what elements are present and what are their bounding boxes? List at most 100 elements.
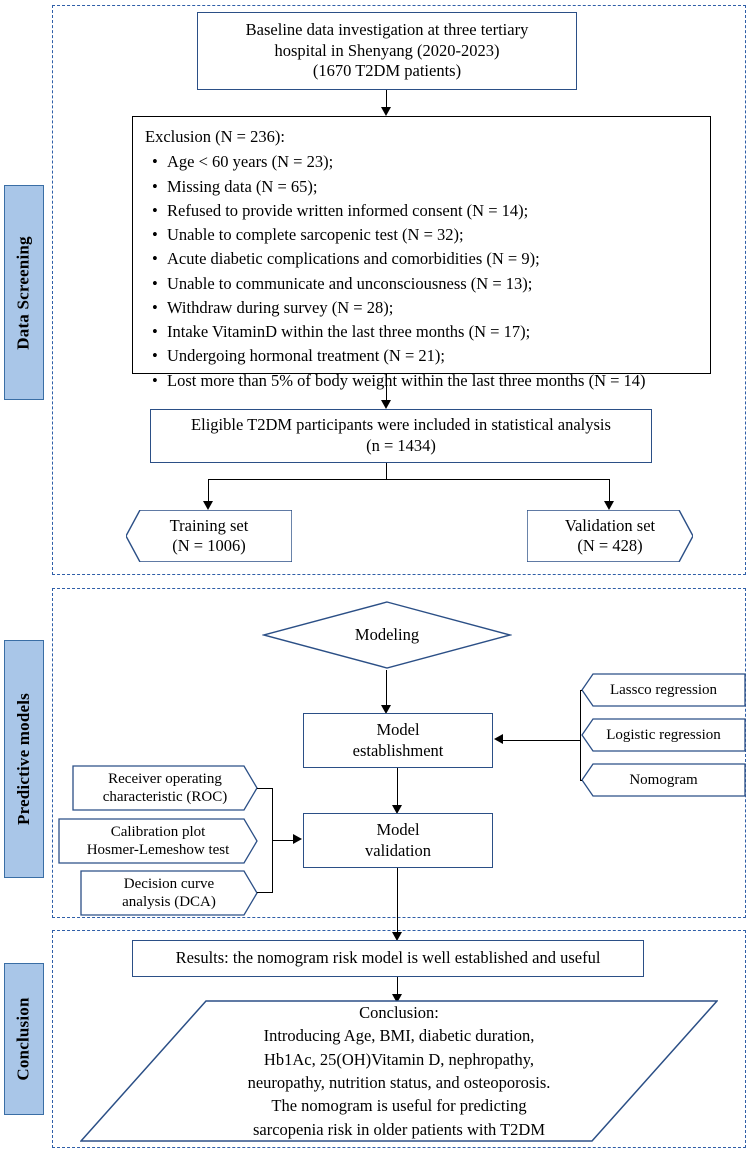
band-label-predictive-models: Predictive models	[14, 693, 34, 825]
logistic-shape	[581, 718, 746, 752]
right-input-logistic: Logistic regression	[581, 718, 746, 752]
baseline-line-2: hospital in Shenyang (2020-2023)	[274, 40, 500, 60]
band-predictive-models: Predictive models	[4, 640, 44, 878]
connector-eligible-split-bar	[208, 479, 610, 481]
right-bracket-spine	[580, 690, 582, 780]
exclusion-header: Exclusion (N = 236):	[145, 127, 285, 146]
connector-eligible-split-stem	[386, 463, 388, 480]
lassco-shape	[581, 673, 746, 707]
calibration-shape	[58, 818, 258, 864]
right-bracket-stub-top	[580, 690, 582, 692]
eligible-line-1: Eligible T2DM participants were included…	[191, 415, 611, 435]
arrowhead-baseline-exclusion	[381, 107, 391, 116]
eligible-box: Eligible T2DM participants were included…	[150, 409, 652, 463]
arrowhead-training	[203, 501, 213, 510]
band-label-data-screening: Data Screening	[14, 235, 34, 350]
connector-results-conclusion	[397, 977, 399, 995]
connector-validation-results	[397, 868, 399, 933]
modeling-diamond: Modeling	[262, 600, 512, 670]
arrowhead-establishment	[381, 705, 391, 714]
validation-set-text: Validation set (N = 428)	[527, 510, 693, 562]
model-establishment-line-1: Model	[376, 719, 420, 739]
training-set-shape	[126, 510, 292, 562]
exclusion-item: Age < 60 years (N = 23);	[152, 150, 700, 175]
exclusion-item: Lost more than 5% of body weight within …	[152, 369, 700, 394]
left-input-roc: Receiver operating characteristic (ROC)	[72, 765, 258, 811]
calibration-line-2: Hosmer-Lemeshow test	[86, 842, 230, 858]
exclusion-item: Refused to provide written informed cons…	[152, 199, 700, 224]
exclusion-item: Unable to communicate and unconsciousnes…	[152, 272, 700, 297]
results-label: Results: the nomogram risk model is well…	[175, 948, 601, 968]
model-validation-line-2: validation	[365, 840, 431, 860]
model-establishment-line-2: establishment	[352, 740, 444, 760]
left-input-calibration: Calibration plot Hosmer-Lemeshow test	[58, 818, 258, 864]
training-set-box: Training set (N = 1006)	[126, 510, 292, 562]
exclusion-item: Missing data (N = 65);	[152, 175, 700, 200]
dca-line-2: analysis (DCA)	[122, 894, 216, 910]
arrowhead-right-inputs-establishment	[494, 734, 503, 744]
left-input-calibration-label: Calibration plot Hosmer-Lemeshow test	[58, 818, 268, 864]
arrowhead-left-inputs-validation	[293, 834, 302, 844]
baseline-box: Baseline data investigation at three ter…	[197, 12, 577, 90]
left-input-dca-label: Decision curve analysis (DCA)	[80, 870, 268, 916]
arrowhead-model-validation	[392, 805, 402, 814]
conclusion-line-6: sarcopenia risk in older patients with T…	[252, 1119, 546, 1139]
roc-line-1: Receiver operating	[108, 771, 222, 787]
right-input-logistic-label: Logistic regression	[606, 727, 721, 743]
conclusion-box: Conclusion: Introducing Age, BMI, diabet…	[80, 1000, 718, 1142]
validation-line-1: Validation set	[564, 516, 656, 536]
left-input-roc-label: Receiver operating characteristic (ROC)	[72, 765, 268, 811]
band-label-conclusion: Conclusion	[14, 997, 33, 1081]
connector-split-to-validation	[609, 479, 611, 502]
section-frame-data-screening	[52, 5, 746, 575]
connector-exclusion-eligible	[386, 374, 388, 401]
modeling-diamond-shape	[262, 601, 512, 669]
results-box: Results: the nomogram risk model is well…	[132, 940, 644, 977]
connector-establishment-validation	[397, 768, 399, 806]
calibration-line-1: Calibration plot	[110, 824, 206, 840]
conclusion-line-4: neuropathy, nutrition status, and osteop…	[247, 1073, 551, 1092]
band-conclusion: Conclusion	[4, 963, 44, 1115]
conclusion-line-2: Introducing Age, BMI, diabetic duration,	[263, 1026, 535, 1046]
exclusion-item: Intake VitaminD within the last three mo…	[152, 320, 700, 345]
conclusion-shape	[80, 1000, 718, 1142]
section-frame-predictive-models	[52, 588, 746, 918]
arrowhead-validation	[604, 501, 614, 510]
left-bracket-stub-dca	[257, 892, 273, 894]
connector-baseline-exclusion	[386, 90, 388, 108]
exclusion-box: Exclusion (N = 236): Age < 60 years (N =…	[132, 116, 711, 393]
connector-right-inputs-establishment	[503, 740, 581, 742]
conclusion-line-3: Hb1Ac, 25(OH)Vitamin D, nephropathy,	[263, 1049, 535, 1069]
training-line-1: Training set	[169, 516, 249, 536]
section-frame-conclusion	[52, 930, 746, 1148]
right-bracket-stub-bottom	[580, 780, 582, 782]
arrowhead-conclusion	[392, 994, 402, 1003]
arrowhead-results	[392, 932, 402, 941]
baseline-line-1: Baseline data investigation at three ter…	[245, 20, 529, 40]
eligible-line-2: (n = 1434)	[366, 436, 436, 455]
band-data-screening: Data Screening	[4, 185, 44, 400]
training-set-text: Training set (N = 1006)	[126, 510, 292, 562]
conclusion-text: Conclusion: Introducing Age, BMI, diabet…	[80, 1000, 718, 1142]
arrowhead-exclusion-eligible	[381, 400, 391, 409]
connector-split-to-training	[208, 479, 210, 502]
model-validation-line-1: Model	[376, 819, 420, 839]
model-establishment-box: Model establishment	[303, 713, 493, 768]
conclusion-line-1: Conclusion:	[359, 1002, 439, 1022]
right-input-lassco-label: Lassco regression	[609, 682, 718, 698]
dca-shape	[80, 870, 258, 916]
conclusion-line-5: The nomogram is useful for predicting	[271, 1096, 527, 1116]
connector-left-inputs-validation	[272, 840, 294, 842]
validation-set-shape	[527, 510, 693, 562]
model-validation-box: Model validation	[303, 813, 493, 868]
training-line-2: (N = 1006)	[172, 536, 246, 555]
validation-line-2: (N = 428)	[577, 536, 643, 555]
right-input-nomogram: Nomogram	[581, 763, 746, 797]
left-input-dca: Decision curve analysis (DCA)	[80, 870, 258, 916]
roc-shape	[72, 765, 258, 811]
connector-modeling-establishment	[386, 670, 388, 707]
exclusion-item: Unable to complete sarcopenic test (N = …	[152, 223, 700, 248]
roc-line-2: characteristic (ROC)	[102, 789, 228, 805]
nomogram-shape	[581, 763, 746, 797]
